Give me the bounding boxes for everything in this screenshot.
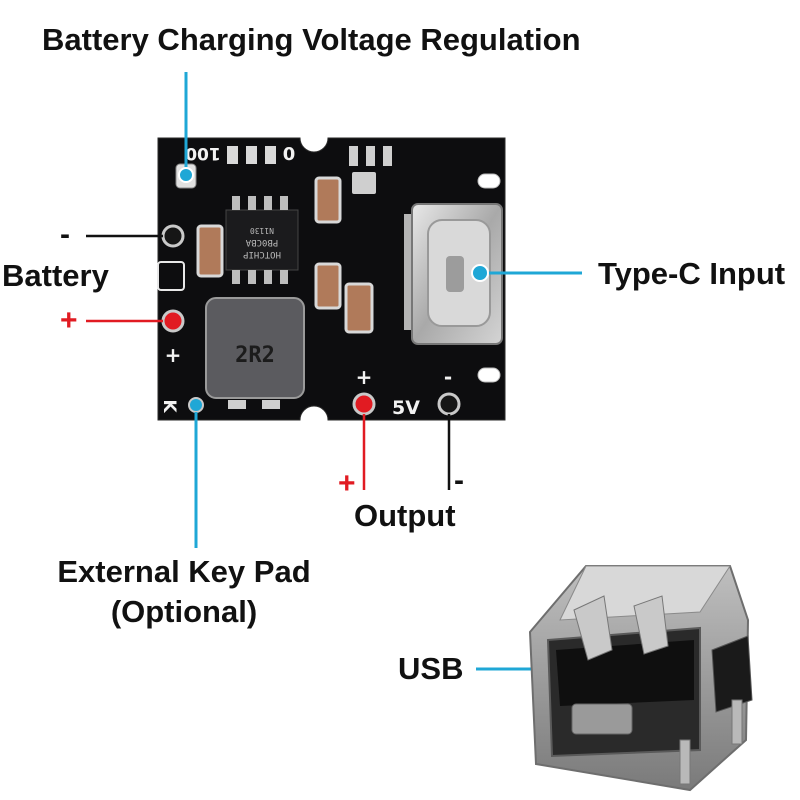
board-hole: [477, 367, 501, 383]
chip-marking: PB0CBA: [245, 237, 278, 247]
silk-plus: +: [356, 365, 373, 389]
chip-marking: HOTCHIP: [242, 249, 281, 259]
type-c-input-label: Type-C Input: [598, 256, 786, 291]
battery-label: Battery: [2, 258, 109, 293]
smd-pad: [349, 146, 358, 166]
silk-zero-mark: 0: [283, 144, 296, 165]
silk-key-mark: K: [159, 399, 179, 413]
silk-box: [157, 261, 185, 291]
chip-marking: N1130: [250, 226, 274, 235]
output-minus-sign: -: [454, 464, 464, 497]
inductor: 2R2: [205, 297, 305, 399]
silk-plus: +: [165, 343, 182, 367]
output-positive-pad: [352, 392, 376, 416]
external-key-pad-label: External Key Pad (Optional): [48, 552, 320, 633]
smd-pad: [265, 146, 276, 164]
charge-ic: HOTCHIP PB0CBA N1130: [225, 196, 299, 284]
battery-minus-sign: -: [60, 218, 70, 251]
usb-label: USB: [398, 651, 464, 686]
smd-pad: [227, 146, 238, 164]
voltage-blue-dot-icon: [178, 167, 194, 183]
battery-positive-pad: [161, 309, 185, 333]
silk-minus: -: [444, 365, 452, 389]
type-c-connector: [404, 203, 503, 345]
output-plus-sign: +: [338, 467, 356, 500]
key-pad-optional-note: (Optional): [110, 594, 258, 630]
output-label: Output: [354, 498, 456, 533]
key-pad-blue-dot-icon: [188, 397, 204, 413]
inductor-code: 2R2: [235, 343, 275, 368]
silk-resistor-code: 100: [185, 143, 221, 163]
capacitors: [196, 172, 376, 334]
silk-voltage-mark: 5V: [392, 397, 420, 419]
battery-plus-sign: +: [60, 304, 78, 337]
typec-blue-dot-icon: [471, 264, 489, 282]
smd-pad: [246, 146, 257, 164]
battery-negative-pad: [161, 224, 185, 248]
smd-pad: [262, 400, 280, 409]
output-negative-pad: [437, 392, 461, 416]
smd-pad: [366, 146, 375, 166]
voltage-regulation-label: Battery Charging Voltage Regulation: [42, 22, 581, 57]
smd-pad: [228, 400, 246, 409]
usb-connector: [528, 565, 753, 792]
board-hole: [477, 173, 501, 189]
smd-pad: [383, 146, 392, 166]
pcb-board: 100 0 HOTCHIP PB0CBA N1130: [157, 137, 506, 421]
key-pad-title: External Key Pad: [57, 554, 311, 589]
